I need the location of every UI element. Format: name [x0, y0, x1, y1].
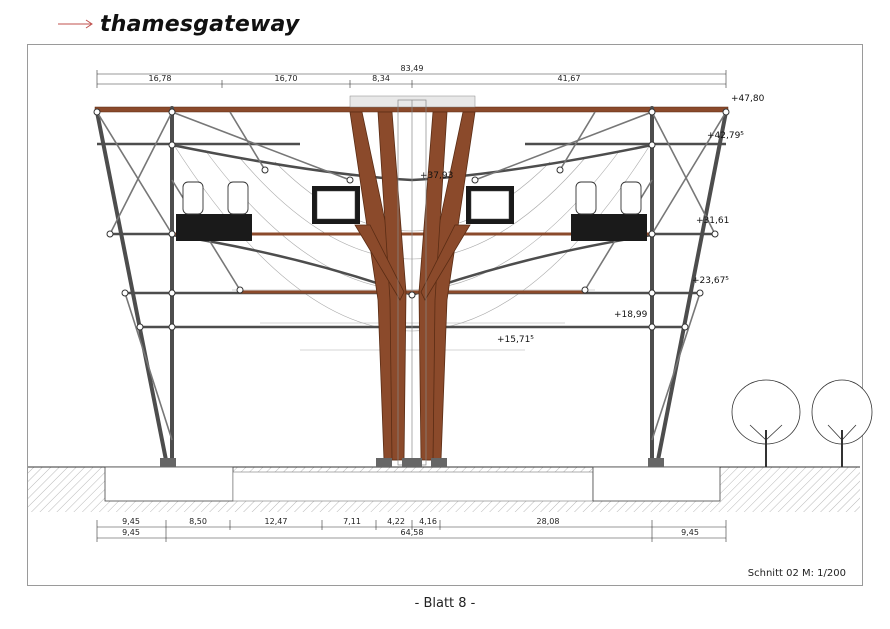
- ground: [28, 466, 860, 512]
- dim-bottom-6: 4,16: [419, 517, 437, 526]
- roof-deck: [94, 95, 729, 113]
- dim-top-4: 41,67: [558, 74, 581, 83]
- level-47-80: +47,80: [731, 94, 765, 104]
- foundation-right: [592, 466, 721, 502]
- column-footings: [160, 458, 664, 467]
- level-18-99: +18,99: [614, 310, 648, 320]
- header: thamesgateway: [58, 6, 299, 42]
- dim-bottom-2: 8,50: [189, 517, 207, 526]
- dimension-bottom: 9,45 8,50 12,47 7,11 4,22 4,16 28,08 9,4…: [96, 517, 727, 542]
- dim-bottom-7: 28,08: [537, 517, 560, 526]
- dim-bottom-3: 12,47: [265, 517, 288, 526]
- dim-top-2: 16,70: [275, 74, 298, 83]
- tree-column: [349, 111, 476, 461]
- tree-icon-2: [811, 379, 873, 467]
- dim-top-1: 16,78: [149, 74, 172, 83]
- dim-top-total: 83,49: [401, 64, 424, 73]
- level-15-71: +15,71⁵: [497, 335, 534, 345]
- level-23-67: +23,67⁵: [692, 276, 729, 286]
- dim-bottom-4: 7,11: [343, 517, 361, 526]
- steel-frame: [95, 106, 728, 462]
- dim-bottom-1: 9,45: [122, 517, 140, 526]
- arrow-icon: [58, 19, 93, 29]
- dim-bottom-5: 4,22: [387, 517, 405, 526]
- level-31-61: +31,61: [696, 216, 729, 226]
- page-title: thamesgateway: [100, 11, 300, 37]
- cabin-left-2: [227, 181, 249, 215]
- scale-label: Schnitt 02 M: 1/200: [747, 568, 846, 579]
- foundation-center: [232, 471, 594, 502]
- dim-bottom-total-2: 64,58: [401, 528, 424, 537]
- dim-bottom-total-3: 9,45: [681, 528, 699, 537]
- tree-icon-1: [731, 379, 801, 467]
- level-42-79: +42,79⁵: [707, 131, 744, 141]
- level-37-93: +37,93: [420, 171, 453, 181]
- gondola-stations: [176, 181, 647, 241]
- dim-bottom-total-1: 9,45: [122, 528, 140, 537]
- cabin-right-1: [575, 181, 597, 215]
- cabin-left-1: [182, 181, 204, 215]
- dim-top-3: 8,34: [372, 74, 390, 83]
- timber-beams: [175, 232, 650, 294]
- joint-nodes: [93, 108, 730, 331]
- foundation-left: [104, 466, 234, 502]
- dimension-top: 83,49 16,78 16,70 8,34 41,67: [96, 64, 727, 88]
- level-markers: +47,80 +42,79⁵ +37,93 +31,61 +23,67⁵ +18…: [420, 94, 765, 345]
- cabin-right-2: [620, 181, 642, 215]
- sheet-number: - Blatt 8 -: [414, 596, 476, 611]
